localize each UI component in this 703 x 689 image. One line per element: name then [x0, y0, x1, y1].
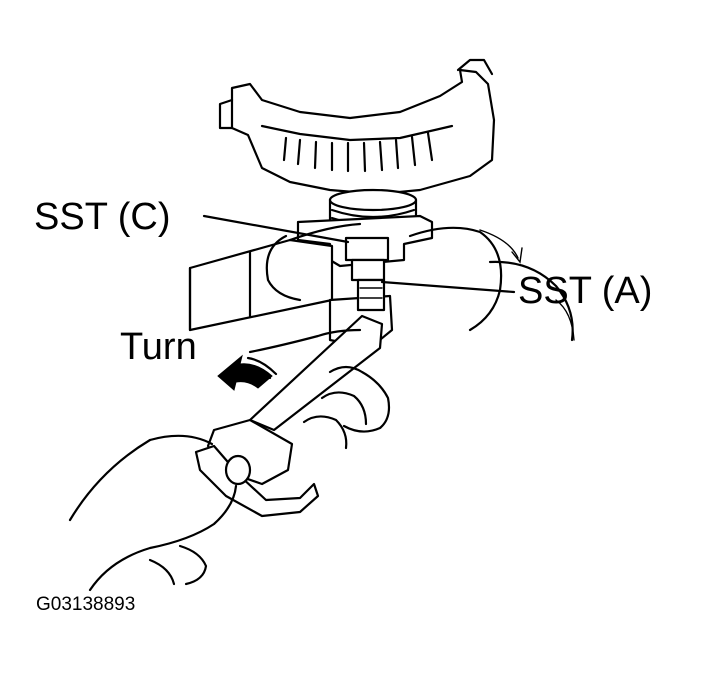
hands	[68, 222, 574, 592]
wrench	[194, 314, 384, 518]
label-turn: Turn	[120, 326, 197, 368]
figure-code: G03138893	[36, 594, 136, 615]
rotation-arrows	[479, 229, 575, 341]
label-sst-a: SST (A)	[518, 270, 653, 312]
curved-arrow-icon	[217, 354, 278, 391]
alternator-body	[218, 58, 496, 196]
leader-line-sst-a	[380, 280, 516, 294]
socket-tool	[344, 236, 390, 312]
label-sst-c: SST (C)	[34, 196, 171, 238]
leader-line-sst-c	[202, 214, 350, 244]
